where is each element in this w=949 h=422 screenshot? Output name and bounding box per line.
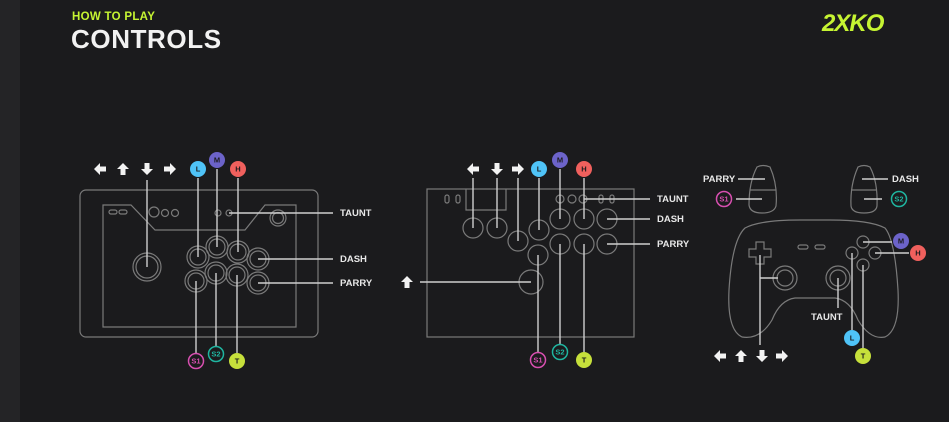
- svg-text:M: M: [898, 237, 904, 246]
- badge-light: L: [190, 161, 206, 177]
- badge-light: L: [844, 330, 860, 346]
- arrow-down-icon: [491, 163, 503, 175]
- badge-medium: M: [209, 152, 225, 168]
- svg-text:M: M: [214, 156, 220, 165]
- label-dash: DASH: [657, 214, 684, 225]
- arrow-right-icon: [164, 163, 176, 175]
- label-parry: PARRY: [657, 239, 690, 250]
- arrow-up-icon: [735, 350, 747, 362]
- arrow-right-icon: [776, 350, 788, 362]
- svg-text:S1: S1: [719, 195, 728, 204]
- badge-s1: S1: [187, 352, 205, 370]
- arcade-stick-diagram: L M H S1 S2 T TAUNT DASH PARRY: [79, 152, 373, 370]
- label-dash: DASH: [892, 174, 919, 185]
- badge-medium: M: [893, 233, 909, 249]
- svg-text:T: T: [235, 357, 240, 366]
- label-parry: PARRY: [703, 174, 736, 185]
- badge-s1: S1: [715, 190, 733, 208]
- badge-s2: S2: [551, 343, 569, 361]
- arrow-up-icon: [117, 163, 129, 175]
- label-parry: PARRY: [340, 278, 373, 289]
- svg-text:H: H: [235, 165, 240, 174]
- arrow-down-icon: [141, 163, 153, 175]
- arrow-right-icon: [512, 163, 524, 175]
- label-dash: DASH: [340, 254, 367, 265]
- gamepad-diagram: PARRY DASH TAUNT S1 S2 M H L T: [703, 164, 926, 364]
- svg-text:M: M: [557, 156, 563, 165]
- svg-text:S2: S2: [894, 195, 903, 204]
- svg-text:L: L: [850, 334, 855, 343]
- svg-text:H: H: [915, 249, 920, 258]
- arrow-up-icon: [401, 276, 413, 288]
- badge-light: L: [531, 161, 547, 177]
- leverless-controller-diagram: L M H S1 S2 T TAUNT DASH PARRY: [401, 152, 690, 369]
- svg-text:T: T: [861, 352, 866, 361]
- badge-medium: M: [552, 152, 568, 168]
- badge-tag: T: [229, 353, 245, 369]
- svg-text:S1: S1: [191, 357, 200, 366]
- arrow-left-icon: [714, 350, 726, 362]
- badge-heavy: H: [910, 245, 926, 261]
- label-taunt: TAUNT: [811, 312, 843, 323]
- side-watermark-strip: [0, 0, 20, 422]
- badge-heavy: H: [230, 161, 246, 177]
- page-title: CONTROLS: [71, 24, 222, 54]
- arrow-left-icon: [94, 163, 106, 175]
- svg-text:S1: S1: [533, 356, 542, 365]
- badge-tag: T: [576, 352, 592, 368]
- svg-text:H: H: [581, 165, 586, 174]
- logo-2xko: 2XKO: [822, 10, 884, 37]
- label-taunt: TAUNT: [340, 208, 372, 219]
- svg-text:L: L: [537, 165, 542, 174]
- label-taunt: TAUNT: [657, 194, 689, 205]
- badge-tag: T: [855, 348, 871, 364]
- page-subtitle: HOW TO PLAY: [72, 11, 156, 23]
- svg-text:L: L: [196, 165, 201, 174]
- badge-s2: S2: [207, 345, 225, 363]
- svg-text:S2: S2: [211, 350, 220, 359]
- badge-s1: S1: [529, 351, 547, 369]
- svg-text:T: T: [582, 356, 587, 365]
- badge-s2: S2: [890, 190, 908, 208]
- badge-heavy: H: [576, 161, 592, 177]
- arrow-down-icon: [756, 350, 768, 362]
- svg-text:S2: S2: [555, 348, 564, 357]
- arrow-left-icon: [467, 163, 479, 175]
